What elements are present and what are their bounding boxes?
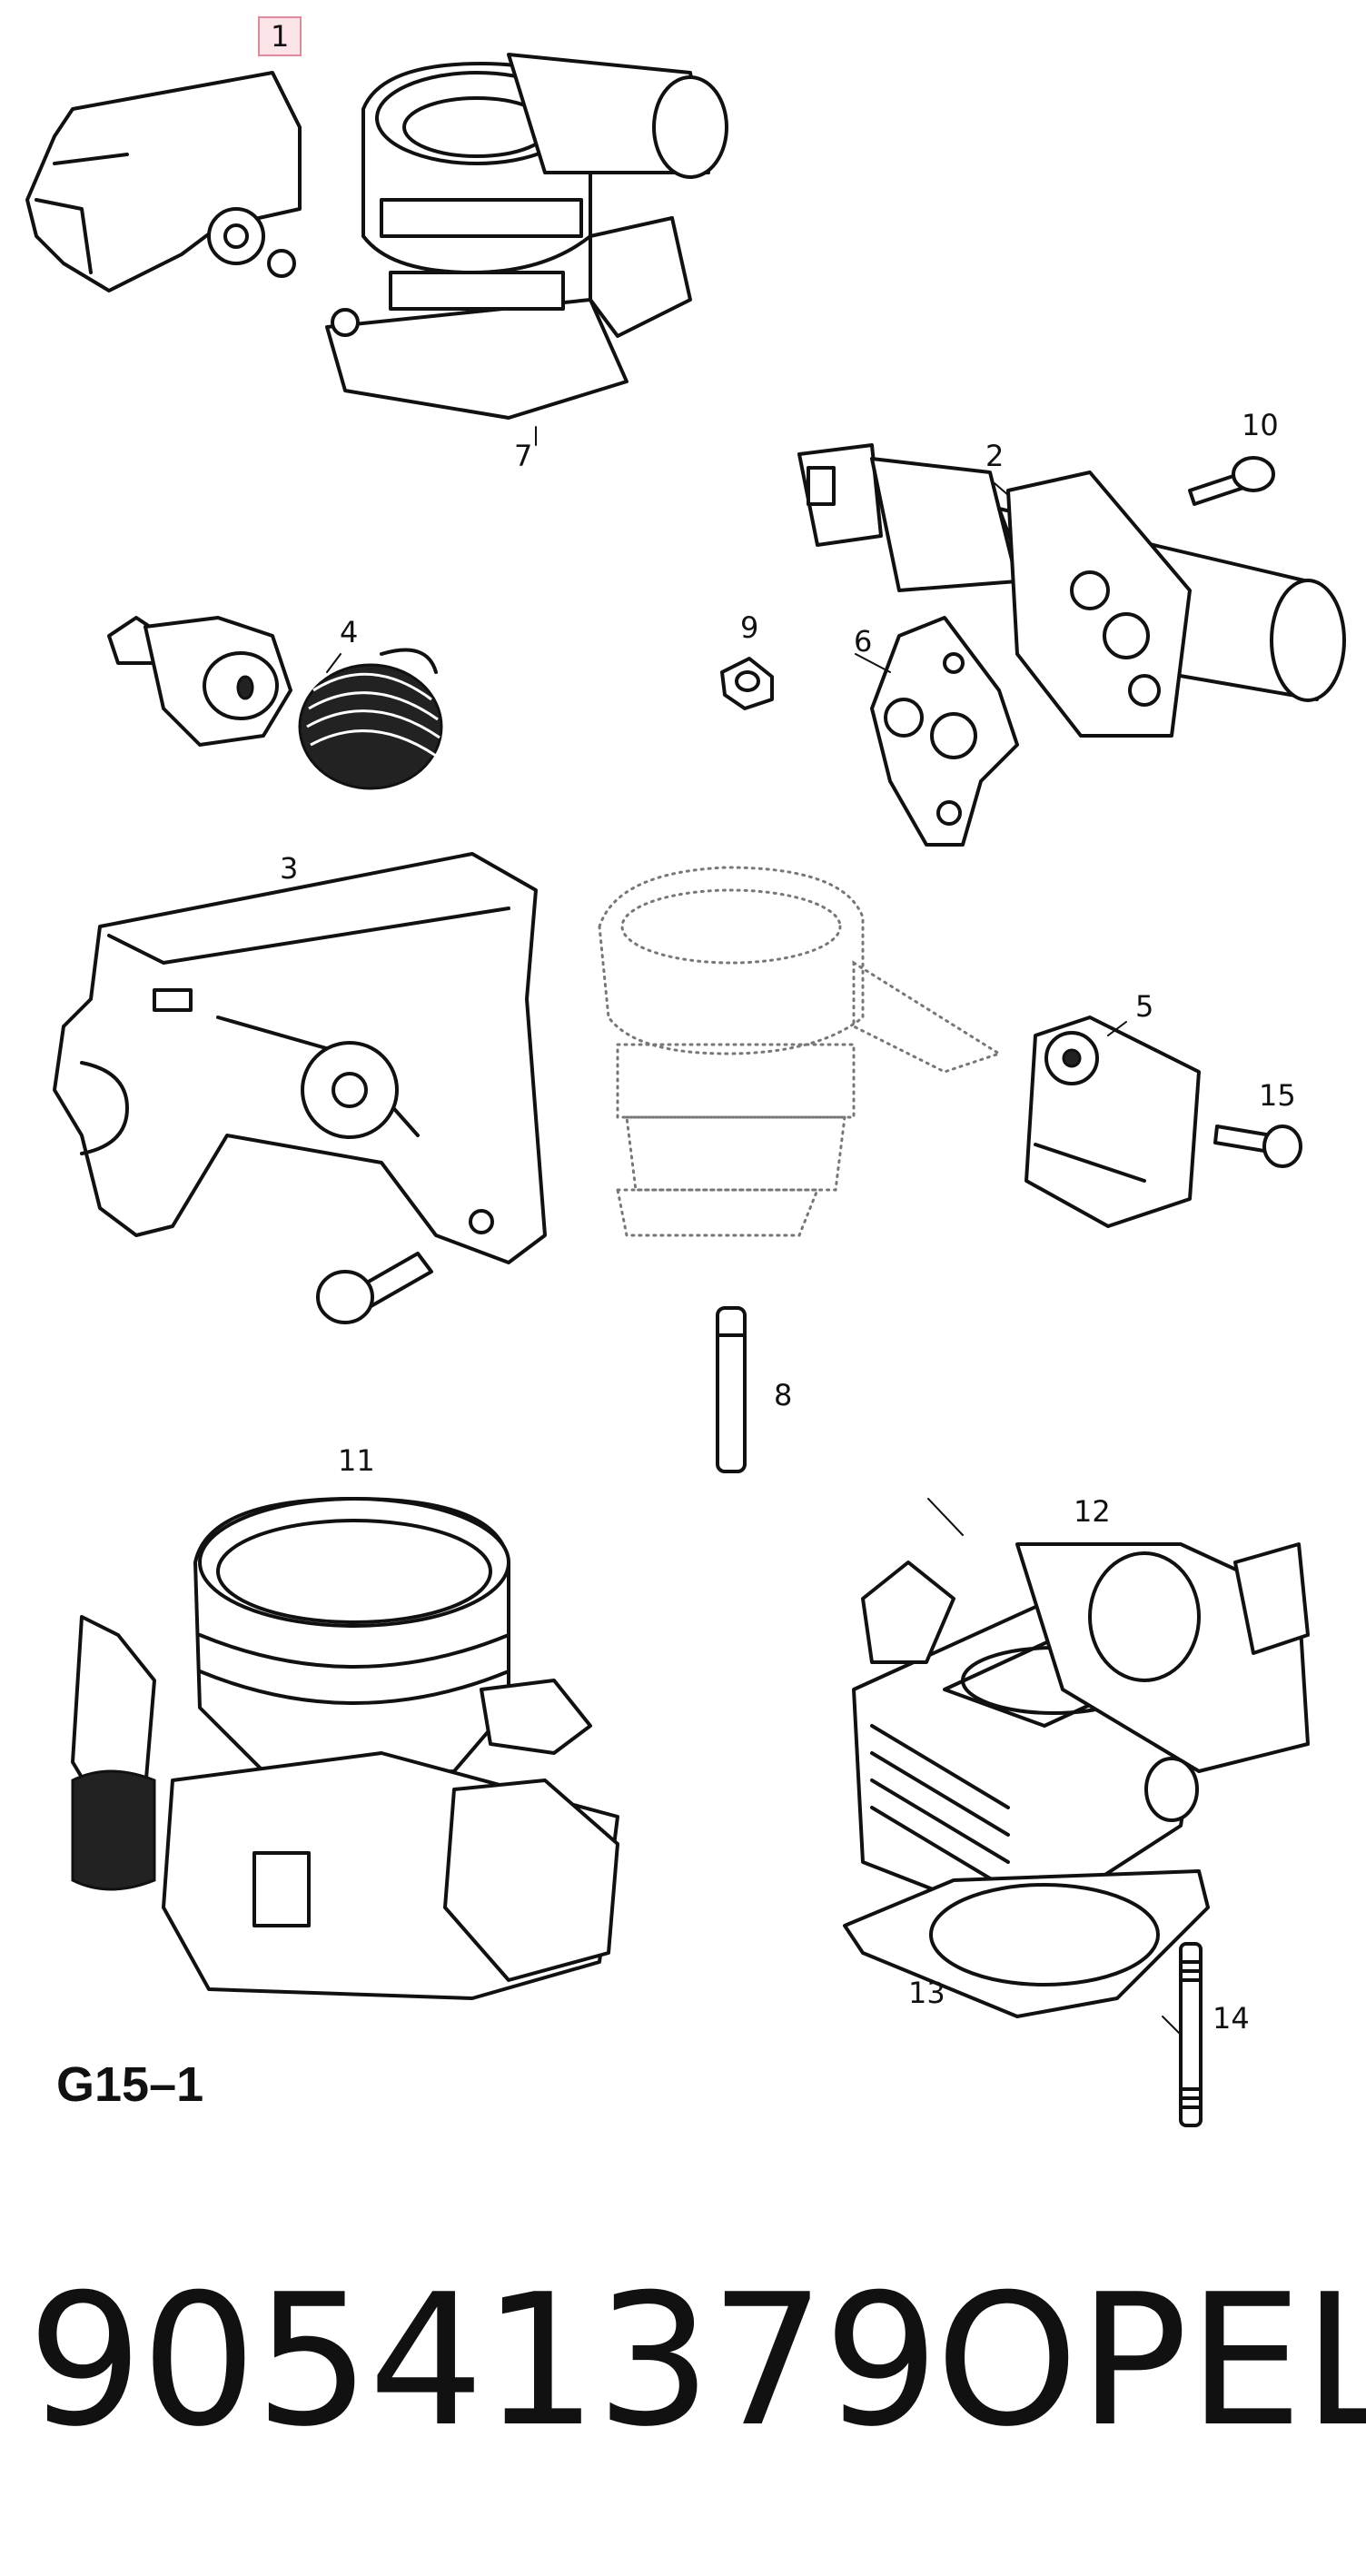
callout-3[interactable]: 3 <box>280 851 299 886</box>
part-13-gasket[interactable] <box>843 1869 1210 2018</box>
callout-10[interactable]: 10 <box>1242 408 1279 442</box>
part-5-throttle-position-sensor[interactable] <box>1024 1016 1201 1228</box>
callout-13[interactable]: 13 <box>908 1976 945 2010</box>
ghost-throttle-body-outline <box>598 866 1003 1237</box>
part-4-return-spring[interactable] <box>107 616 443 790</box>
callout-4[interactable]: 4 <box>340 615 359 649</box>
callout-14[interactable]: 14 <box>1213 2001 1250 2036</box>
parts-diagram <box>25 53 1346 2127</box>
part-11-throttle-body[interactable] <box>71 1497 619 2000</box>
part-10-screw[interactable] <box>1188 456 1275 506</box>
callout-11[interactable]: 11 <box>338 1443 375 1478</box>
callout-1[interactable]: 1 <box>258 16 302 56</box>
part-1-throttle-body-assembly[interactable] <box>25 53 728 420</box>
part-3-bracket[interactable] <box>53 852 547 1264</box>
callout-5[interactable]: 5 <box>1135 989 1154 1024</box>
part-6-gasket[interactable] <box>870 616 1019 847</box>
part-12-throttle-body[interactable] <box>852 1542 1310 1927</box>
part-2-idle-air-valve[interactable] <box>797 443 1346 738</box>
part-9-nut[interactable] <box>720 657 774 710</box>
brand-name: OPEL <box>935 2255 1366 2467</box>
part-number: 90541379 <box>27 2255 939 2467</box>
callout-12[interactable]: 12 <box>1074 1494 1111 1529</box>
callout-6[interactable]: 6 <box>854 624 873 659</box>
part-15-screw[interactable] <box>1213 1125 1302 1168</box>
callout-15[interactable]: 15 <box>1259 1078 1296 1113</box>
callout-9[interactable]: 9 <box>740 610 759 645</box>
part-8-pin[interactable] <box>716 1306 747 1473</box>
figure-code: G15–1 <box>56 2057 204 2112</box>
bracket-bolt[interactable] <box>316 1252 433 1324</box>
callout-7[interactable]: 7 <box>514 439 533 473</box>
part-14-stud[interactable] <box>1179 1942 1203 2127</box>
leader-lines <box>326 426 1182 2036</box>
callout-8[interactable]: 8 <box>774 1378 793 1412</box>
callout-2[interactable]: 2 <box>985 439 1005 473</box>
